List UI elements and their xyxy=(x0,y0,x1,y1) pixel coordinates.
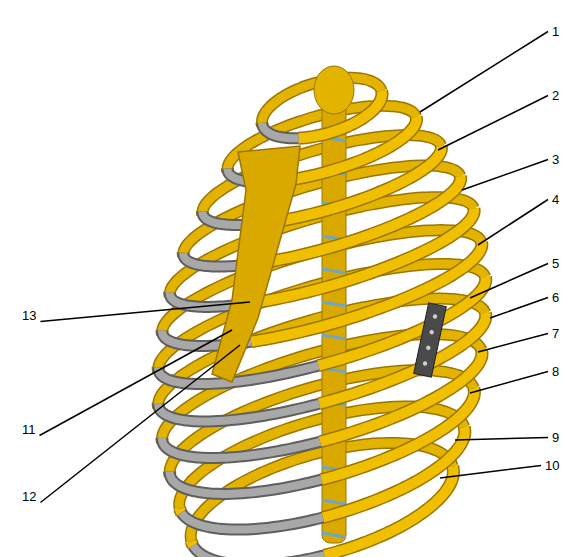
leader-line xyxy=(40,330,233,436)
rib xyxy=(321,388,474,479)
rib xyxy=(191,541,193,545)
leader-line xyxy=(438,96,548,151)
costal-cartilage xyxy=(158,403,319,421)
callout-label: 4 xyxy=(552,190,559,208)
costal-cartilage xyxy=(158,366,318,384)
intervertebral-disc xyxy=(322,533,346,537)
callout-number: 13 xyxy=(22,308,36,323)
callout-label: 9 xyxy=(552,428,559,446)
callout-label: 13 xyxy=(22,306,36,324)
costal-cartilage xyxy=(162,438,320,458)
leader-line xyxy=(490,298,548,319)
rib xyxy=(320,350,482,441)
sternum xyxy=(212,146,300,382)
costal-cartilage xyxy=(158,366,318,384)
costal-cartilage xyxy=(262,123,298,138)
callout-number: 9 xyxy=(552,430,559,445)
rib xyxy=(320,350,482,441)
callout-number: 2 xyxy=(552,88,559,103)
callout-number: 6 xyxy=(552,290,559,305)
costal-cartilage xyxy=(181,513,322,530)
callout-number: 3 xyxy=(552,152,559,167)
costal-cartilage xyxy=(170,472,322,494)
rib xyxy=(251,242,482,341)
fixation-plate xyxy=(414,303,447,377)
callout-number: 10 xyxy=(545,458,559,473)
callout-number: 12 xyxy=(22,489,36,504)
rib xyxy=(323,427,465,517)
leader-line xyxy=(455,438,548,441)
rib xyxy=(191,541,193,545)
rib xyxy=(319,313,486,404)
callout-number: 11 xyxy=(22,422,36,437)
intervertebral-disc xyxy=(322,500,346,504)
callout-label: 10 xyxy=(545,456,559,474)
costal-cartilage xyxy=(193,546,324,557)
costal-cartilage xyxy=(181,513,322,530)
rib xyxy=(282,117,417,181)
callout-number: 7 xyxy=(552,326,559,341)
callout-label: 2 xyxy=(552,86,559,104)
leader-line xyxy=(470,372,548,394)
callout-number: 4 xyxy=(552,192,559,207)
costal-cartilage xyxy=(193,546,324,557)
rib xyxy=(180,509,182,513)
rib xyxy=(282,117,417,181)
callout-label: 1 xyxy=(552,22,559,40)
callout-number: 5 xyxy=(552,256,559,271)
rib xyxy=(251,242,482,341)
ribs-front xyxy=(158,91,486,557)
callout-number: 8 xyxy=(552,364,559,379)
costal-cartilage xyxy=(158,403,319,421)
costal-cartilage xyxy=(162,438,320,458)
callout-label: 12 xyxy=(22,487,36,505)
rib xyxy=(180,509,182,513)
vertebra-top xyxy=(314,66,354,114)
callout-number: 1 xyxy=(552,24,559,39)
callout-label: 5 xyxy=(552,254,559,272)
leader-line xyxy=(440,466,541,479)
rib xyxy=(324,467,453,556)
leader-lines xyxy=(40,32,549,503)
rib xyxy=(321,388,474,479)
rib xyxy=(324,467,453,556)
leader-line xyxy=(40,302,250,322)
rib xyxy=(298,91,382,138)
plate-hole xyxy=(422,361,427,366)
leader-line xyxy=(462,160,548,191)
callout-label: 11 xyxy=(22,420,36,438)
callout-label: 8 xyxy=(552,362,559,380)
rib xyxy=(323,427,465,517)
plate-body xyxy=(414,303,447,377)
leader-line xyxy=(470,264,548,299)
costal-cartilage xyxy=(170,472,322,494)
plate-hole xyxy=(432,314,437,319)
leader-line xyxy=(478,334,548,353)
intervertebral-disc xyxy=(322,269,346,273)
plate-hole xyxy=(426,345,431,350)
callout-label: 6 xyxy=(552,288,559,306)
intervertebral-disc xyxy=(322,302,346,306)
callout-label: 7 xyxy=(552,324,559,342)
costal-cartilage xyxy=(262,123,298,138)
rib xyxy=(298,91,382,138)
leader-line xyxy=(420,32,548,113)
leader-line xyxy=(478,200,548,246)
leader-line xyxy=(40,345,240,503)
intervertebral-disc xyxy=(322,335,346,339)
rib xyxy=(319,313,486,404)
callout-label: 3 xyxy=(552,150,559,168)
plate-hole xyxy=(429,330,434,335)
